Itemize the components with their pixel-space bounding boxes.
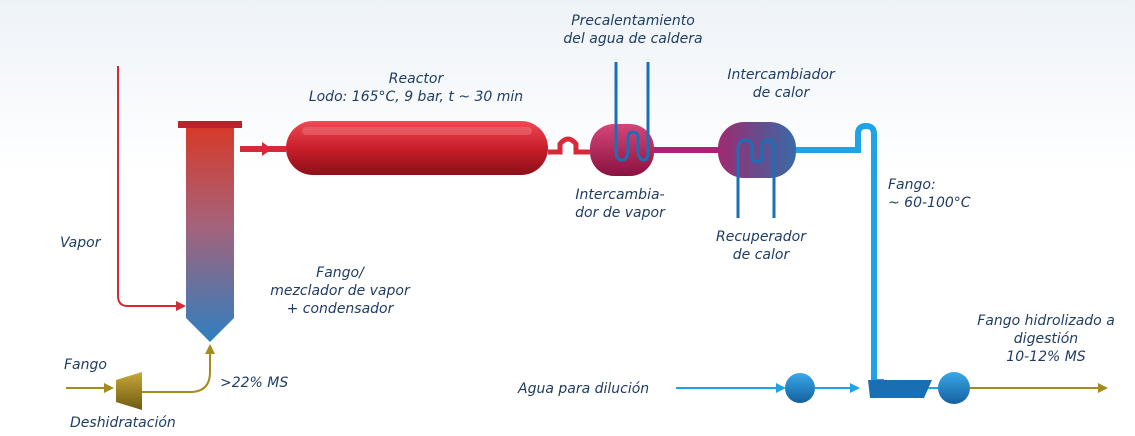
dewatering-unit xyxy=(116,372,142,410)
reactor-hx-pipe xyxy=(548,136,590,155)
dewatered-sludge-line xyxy=(142,352,211,393)
sludge-inlet-label: Fango xyxy=(64,357,107,373)
boiler-water-coil xyxy=(614,62,650,162)
steam-exchanger-label: Intercambia- dor de vapor xyxy=(560,186,680,222)
heat-exchanger-label: Intercambiador de calor xyxy=(716,66,846,102)
boiler-water-preheat-label: Precalentamiento del agua de caldera xyxy=(548,12,718,48)
heat-exchanger-line-1: Intercambiador xyxy=(727,67,835,83)
reactor-title: Reactor xyxy=(388,71,444,87)
sludge-temp-line-1: Fango: xyxy=(888,177,936,193)
dry-solids-label: >22% MS xyxy=(220,375,289,391)
feed-pump xyxy=(938,372,970,404)
mixing-trough xyxy=(868,380,932,398)
mixer-line-2: mezclador de vapor xyxy=(270,283,410,299)
reactor-highlight xyxy=(302,127,532,135)
preheat-line-1: Precalentamiento xyxy=(571,13,695,29)
cooled-sludge-line xyxy=(796,122,884,385)
preheat-line-2: del agua de caldera xyxy=(563,31,703,47)
hydrolyzed-sludge-arrow xyxy=(1098,383,1108,393)
mixer-label: Fango/ mezclador de vapor + condensador xyxy=(260,264,420,318)
sludge-temp-line-2: ~ 60-100°C xyxy=(888,195,971,211)
mixer-line-1: Fango/ xyxy=(316,265,364,281)
hx-connector-pipe xyxy=(654,147,722,153)
hydrolyzed-line-3: 10-12% MS xyxy=(1006,349,1086,365)
hydrolyzed-sludge-label: Fango hidrolizado a digestión 10-12% MS xyxy=(956,312,1135,366)
steam-exchanger-line-2: dor de vapor xyxy=(575,205,665,221)
dilution-pump xyxy=(785,373,815,403)
steam-exchanger xyxy=(590,124,654,176)
dewatered-sludge-arrow xyxy=(205,344,215,354)
vapor-arrowhead xyxy=(176,301,186,311)
dilution-arrow-1 xyxy=(776,383,786,393)
vapor-label: Vapor xyxy=(60,235,101,251)
heat-exchanger-line-2: de calor xyxy=(752,85,810,101)
sludge-temperature-label: Fango: ~ 60-100°C xyxy=(888,176,971,212)
hydrolyzed-line-2: digestión xyxy=(1013,331,1079,347)
heat-exchanger xyxy=(718,122,796,178)
reactor-vessel xyxy=(286,121,548,175)
mixer-top-flange xyxy=(178,121,242,128)
vapor-line xyxy=(117,66,176,307)
reactor-conditions: Lodo: 165°C, 9 bar, t ~ 30 min xyxy=(308,89,524,105)
reactor-label: Reactor Lodo: 165°C, 9 bar, t ~ 30 min xyxy=(286,70,546,106)
steam-exchanger-line-1: Intercambia- xyxy=(575,187,665,203)
mixer-vessel xyxy=(186,128,234,342)
mixer-line-3: + condensador xyxy=(286,301,394,317)
mixer-reactor-arrow xyxy=(262,142,272,156)
sludge-inlet-arrow xyxy=(104,383,114,393)
dewatering-label: Deshidratación xyxy=(70,415,176,431)
heat-recovery-label: Recuperador de calor xyxy=(696,228,826,264)
heat-recovery-line-2: de calor xyxy=(732,247,790,263)
dilution-arrow-2 xyxy=(850,383,860,393)
recovery-coil xyxy=(736,138,776,218)
dilution-water-label: Agua para dilución xyxy=(518,381,650,397)
hydrolyzed-line-1: Fango hidrolizado a xyxy=(977,313,1115,329)
heat-recovery-line-1: Recuperador xyxy=(716,229,806,245)
